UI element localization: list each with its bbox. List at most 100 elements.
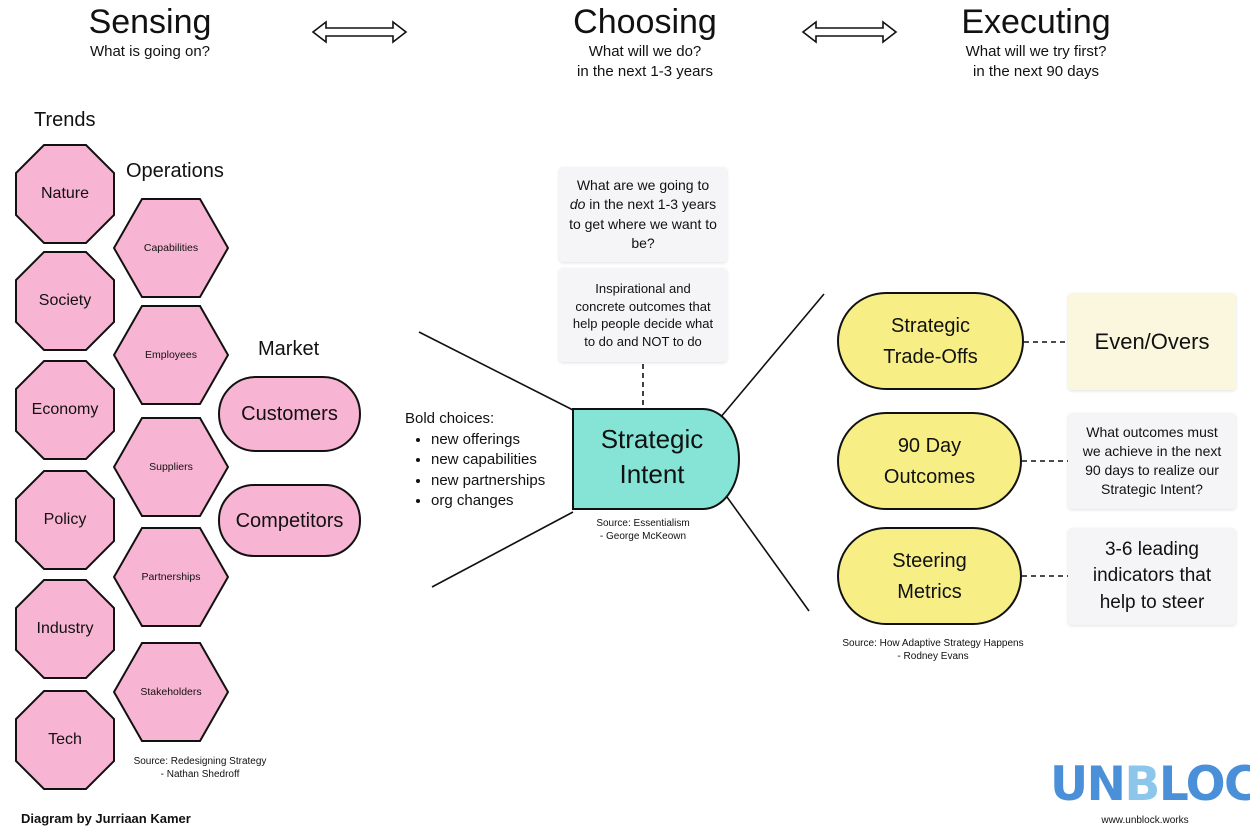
trend-label: Tech [48,731,82,748]
market-competitors-label: Competitors [235,509,344,532]
note-even-overs: Even/Overs [1068,293,1236,390]
choosing-question-text: What are we going to do in the next 1-3 … [569,176,717,254]
double-arrow-choosing-executing [801,20,898,44]
executing-subtitle-1: What will we try first? [965,43,1107,60]
octagon-shape [15,251,115,351]
sensing-subtitle: What is going on? [89,43,211,60]
sensing-source-line1: Source: Redesigning Strategy [133,756,267,767]
sensing-header: Sensing What is going on? [50,2,250,62]
choosing-question-em: do [569,196,586,212]
sensing-source-line2: - Nathan Shedroff [160,769,240,780]
trend-label: Society [38,292,92,309]
executing-source-line2: - Rodney Evans [897,651,969,662]
exec-90-day-outcomes: 90 Day Outcomes [837,412,1022,510]
bold-choice-item: org changes [431,491,575,512]
sensing-title: Sensing [88,3,212,41]
exec-steering-metrics-label: Steering Metrics [892,545,967,607]
bold-choices: Bold choices: new offeringsnew capabilit… [405,409,575,512]
choosing-description-card: Inspirational and concrete outcomes that… [559,268,727,362]
operation-hexagon-capabilities: Capabilities [113,198,229,298]
operation-label: Suppliers [149,461,193,473]
bold-choice-item: new partnerships [431,471,575,492]
operations-label: Operations [126,160,224,182]
choosing-question-post: in the next 1-3 years to get where we wa… [569,196,717,251]
connector-left-bottom [431,511,574,588]
connector-right-bottom [726,496,810,612]
market-customers-label: Customers [241,403,338,425]
exec-metrics-line2: Metrics [897,581,962,603]
hexagon-shape [113,417,229,517]
connector-right-top [719,293,825,419]
trend-octagon-policy: Policy [15,470,115,570]
choosing-source-line2: - George McKeown [599,531,687,542]
logo-part-b: B [1124,757,1161,812]
operation-label: Capabilities [143,242,199,254]
hexagon-shape [113,198,229,298]
bold-choice-item: new offerings [431,430,575,451]
exec-steering-metrics: Steering Metrics [837,527,1022,625]
exec-metrics-line1: Steering [892,550,967,572]
operation-hexagon-employees: Employees [113,305,229,405]
trends-label: Trends [34,109,96,131]
choosing-source-line1: Source: Essentialism [596,518,690,529]
octagon-shape [15,690,115,790]
executing-source: Source: How Adaptive Strategy Happens - … [833,637,1033,663]
operation-label: Stakeholders [140,686,202,698]
choosing-subtitle-2: in the next 1-3 years [577,63,713,80]
executing-header: Executing What will we try first? in the… [926,2,1146,82]
trend-label: Policy [43,511,87,528]
octagon-shape [15,144,115,244]
trend-octagon-nature: Nature [15,144,115,244]
exec-outcomes-line2: Outcomes [883,466,976,488]
unblock-url: www.unblock.works [1101,815,1189,826]
exec-90-day-outcomes-label: 90 Day Outcomes [884,430,975,492]
exec-strategic-tradeoffs: Strategic Trade-Offs [837,292,1024,390]
octagon-shape [15,470,115,570]
double-arrow-sensing-choosing [311,20,408,44]
exec-tradeoffs-line2: Trade-Offs [883,346,978,368]
operation-hexagon-partnerships: Partnerships [113,527,229,627]
executing-title: Executing [961,3,1111,41]
operation-label: Partnerships [141,571,201,583]
market-label: Market [258,338,320,360]
bold-choices-title: Bold choices: [405,410,495,427]
choosing-description-text: Inspirational and concrete outcomes that… [572,281,714,349]
operation-hexagon-stakeholders: Stakeholders [113,642,229,742]
octagon-shape [15,360,115,460]
hexagon-shape [113,527,229,627]
operation-label: Employees [145,349,197,361]
hexagon-shape [113,642,229,742]
strategic-intent-label: Strategic Intent [573,422,731,492]
trend-octagon-industry: Industry [15,579,115,679]
logo-part-lock: LOCK [1158,757,1250,812]
executing-subtitle-2: in the next 90 days [973,63,1099,80]
unblock-logo: UNBLOCK www.unblock.works [1050,757,1250,828]
diagram-credit: Diagram by Jurriaan Kamer [21,811,191,826]
executing-source-line1: Source: How Adaptive Strategy Happens [842,638,1024,649]
trend-label: Economy [31,401,99,418]
trend-label: Nature [40,185,90,202]
choosing-subtitle-1: What will we do? [588,43,702,60]
trend-label: Industry [36,620,94,637]
sensing-source: Source: Redesigning Strategy - Nathan Sh… [120,755,280,781]
choosing-header: Choosing What will we do? in the next 1-… [535,2,755,82]
operation-hexagon-suppliers: Suppliers [113,417,229,517]
bold-choice-item: new capabilities [431,450,575,471]
choosing-title: Choosing [573,3,717,41]
choosing-source: Source: Essentialism - George McKeown [573,517,713,543]
strategic-intent-line1: Strategic [600,424,704,454]
logo-part-un: UN [1050,757,1126,812]
note-90-day-outcomes-text: What outcomes must we achieve in the nex… [1082,424,1222,497]
market-competitors: Competitors [218,484,361,557]
trend-octagon-economy: Economy [15,360,115,460]
trend-octagon-society: Society [15,251,115,351]
market-customers: Customers [218,376,361,452]
octagon-shape [15,579,115,679]
note-steering-metrics: 3-6 leading indicators that help to stee… [1068,528,1236,625]
exec-tradeoffs-line1: Strategic [891,315,970,337]
bold-choices-list: new offeringsnew capabilitiesnew partner… [405,430,575,512]
exec-outcomes-line1: 90 Day [897,435,962,457]
strategic-intent-line2: Intent [619,459,685,489]
note-90-day-outcomes: What outcomes must we achieve in the nex… [1068,413,1236,509]
